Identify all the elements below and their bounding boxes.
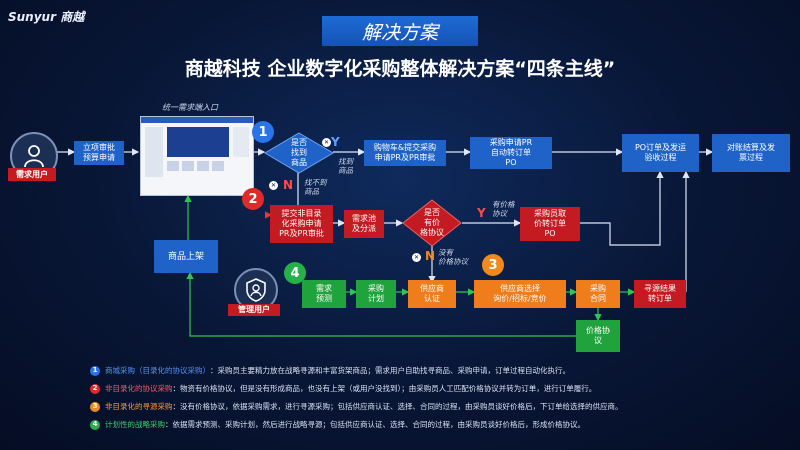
- label-found: 找到 商品: [338, 157, 353, 175]
- legend-title-2: 非目录化的协议采购: [105, 384, 173, 393]
- legend-marker-1: 1: [90, 365, 100, 376]
- step-sourcing-result: 寻源结果 转订单: [634, 280, 686, 308]
- legend-title-3: 非目录化的寻源采购: [105, 402, 173, 411]
- legend-marker-4: 4: [90, 419, 100, 430]
- marker-1: 1: [252, 121, 274, 143]
- legend-item-4: 4 计划性的战略采购 ：依据需求预测、采购计划，然后进行战略寻源；包括供应商认证…: [90, 419, 585, 430]
- marker-4: 4: [284, 262, 306, 284]
- yes-marker-1: Y: [331, 135, 340, 149]
- decision-found-item: [264, 132, 334, 174]
- legend-text-3: ：没有价格协议，依据采购需求，进行寻源采购；包括供应商认证、选择、合同的过程，由…: [172, 402, 623, 411]
- step-settlement: 对账结算及发 票过程: [712, 134, 790, 172]
- user-icon: [24, 145, 44, 168]
- no-marker-1: N: [283, 178, 294, 192]
- legend-text-4: ：依据需求预测、采购计划，然后进行战略寻源；包括供应商认证、选择、合同的过程，由…: [165, 420, 585, 429]
- step-non-catalog: 提交非目录 化采购申请 PR及PR审批: [270, 205, 333, 243]
- step-cart: 购物车&提交采购 申请PR及PR审批: [364, 140, 446, 166]
- decision-has-agreement: [402, 199, 462, 247]
- cross-icon: ✕: [412, 253, 421, 262]
- legend-item-3: 3 非目录化的寻源采购 ：没有价格协议，依据采购需求，进行寻源采购；包括供应商认…: [90, 401, 623, 412]
- legend-item-1: 1 商城采购（目录化的协议采购） ：采购员主要精力放在战略寻源和丰富货架商品；需…: [90, 365, 570, 376]
- demand-user-label: 需求用户: [8, 168, 56, 181]
- step-contract: 采购 合同: [576, 280, 620, 308]
- step-purchase-plan: 采购 计划: [356, 280, 396, 308]
- step-buyer-price: 采购员取 价转订单 PO: [520, 207, 580, 241]
- no-marker-2: N: [425, 249, 436, 263]
- decision-has-agreement-label: 是否 有价 格协议: [420, 208, 444, 237]
- step-po-delivery: PO订单及发运 验收过程: [622, 134, 699, 172]
- cross-icon: ✕: [269, 181, 278, 190]
- step-supplier-cert: 供应商 认证: [408, 280, 456, 308]
- legend-marker-3: 3: [90, 401, 100, 412]
- step-pr-to-po: 采购申请PR 自动转订单 PO: [470, 137, 552, 169]
- solution-banner: 解决方案: [322, 16, 478, 46]
- marker-3: 3: [482, 254, 504, 276]
- step-price-agreement: 价格协 议: [576, 320, 620, 352]
- step-approval: 立项审批 预算申请: [74, 141, 124, 165]
- brand-logo: Sunyur 商越: [8, 10, 85, 24]
- legend-title-4: 计划性的战略采购: [105, 420, 165, 429]
- legend-text-2: ：物资有价格协议，但是没有形成商品，也没有上架（或用户没找到）；由采购员人工匹配…: [172, 384, 597, 393]
- step-demand-forecast: 需求 预测: [302, 280, 346, 308]
- decision-found-item-label: 是否 找到 商品: [291, 138, 307, 167]
- yes-marker-2: Y: [477, 206, 486, 220]
- step-demand-pool: 需求池 及分派: [344, 210, 384, 238]
- shield-user-icon: [246, 278, 266, 302]
- legend-text-1: ：采购员主要精力放在战略寻源和丰富货架商品；需求用户自助找寻商品、采购申请，订单…: [210, 366, 570, 375]
- admin-user-label: 管理用户: [228, 304, 280, 316]
- legend-marker-2: 2: [90, 383, 100, 394]
- legend-item-2: 2 非目录化的协议采购 ：物资有价格协议，但是没有形成商品，也没有上架（或用户没…: [90, 383, 596, 394]
- step-supplier-select: 供应商选择 询价/招标/竞价: [474, 280, 566, 308]
- legend-title-1: 商城采购（目录化的协议采购）: [105, 366, 210, 375]
- portal-screenshot: [140, 116, 254, 196]
- label-has-price: 有价格 协议: [492, 200, 515, 218]
- step-product-listing: 商品上架: [154, 240, 218, 273]
- label-not-found: 找不到 商品: [304, 178, 327, 196]
- page-title: 商越科技 企业数字化采购整体解决方案“四条主线”: [184, 58, 616, 80]
- label-no-price: 没有 价格协议: [438, 248, 468, 266]
- cross-icon: ✕: [322, 138, 331, 147]
- entry-label: 统一需求端入口: [162, 103, 218, 112]
- marker-2: 2: [242, 188, 264, 210]
